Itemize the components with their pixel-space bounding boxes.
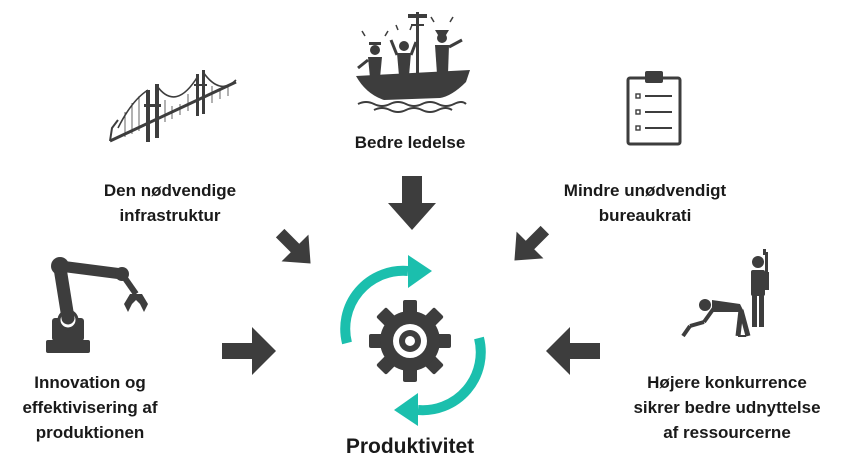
factor-label-innovation: Innovation og effektivisering af produkt… — [22, 373, 158, 442]
robot-arm-icon — [46, 257, 148, 353]
clipboard-icon — [626, 71, 682, 146]
factor-label-infrastruktur: Den nødvendige infrastruktur — [103, 181, 237, 225]
gear-icon — [369, 300, 451, 382]
bridge-icon — [109, 70, 237, 143]
factor-label-konkurrence: Højere konkurrence sikrer bedre udnyttel… — [633, 373, 821, 442]
factor-label-bureaukrati: Mindre unødvendigt bureaukrati — [563, 181, 727, 225]
arrow-from-ledelse — [388, 176, 436, 230]
arrow-from-innovation — [222, 327, 276, 375]
ship-icon — [356, 12, 470, 113]
refresh-arrowhead-bottom — [394, 393, 418, 426]
refresh-arrows-icon — [340, 265, 486, 416]
tired-worker-icon — [681, 249, 769, 338]
arrow-from-konkurrence — [546, 327, 600, 375]
center-label-produktivitet: Produktivitet — [345, 435, 475, 458]
refresh-arrowhead-top — [408, 255, 432, 288]
arrow-from-bureaukrati — [514, 225, 550, 261]
factor-label-ledelse: Bedre ledelse — [354, 133, 466, 152]
arrow-from-infrastruktur — [275, 228, 311, 264]
